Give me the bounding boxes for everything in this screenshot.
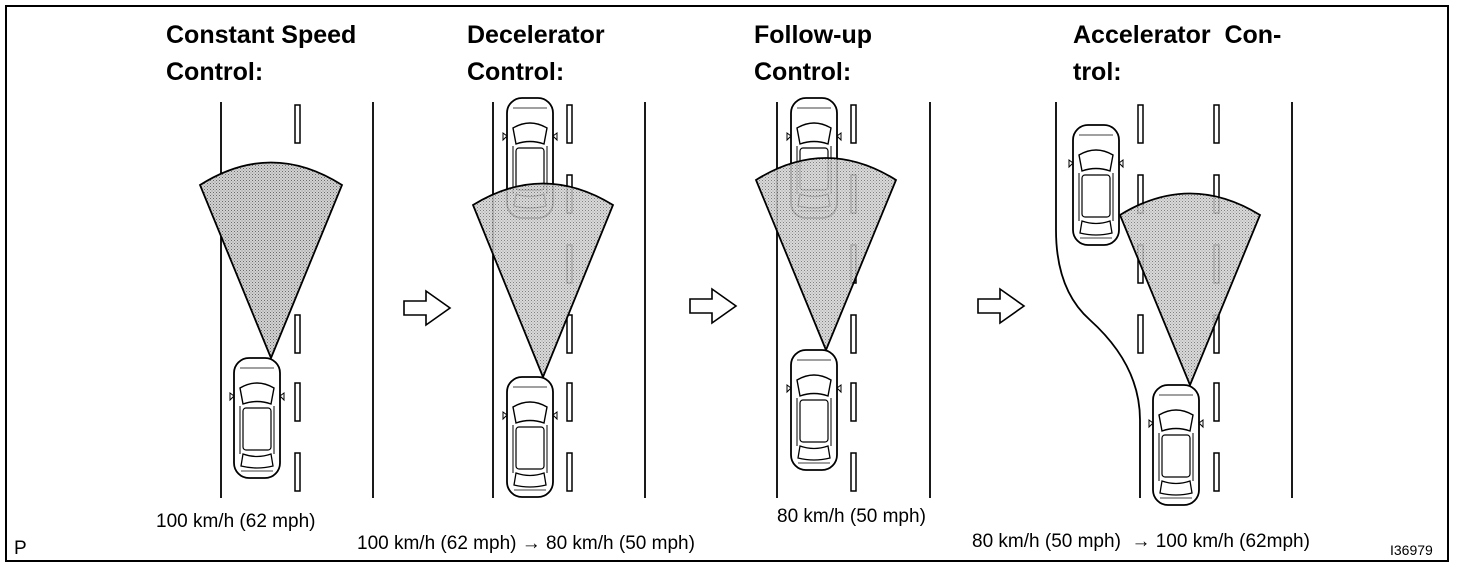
radar-beam-icon: [754, 157, 898, 353]
speed-label: 80 km/h (50 mph) → 100 km/h (62mph): [972, 531, 1310, 552]
figure-frame: [5, 5, 1449, 562]
arrow-right-icon: [689, 288, 737, 324]
radar-beam-icon: [1118, 192, 1262, 388]
panel-title-line2: trol:: [1073, 58, 1122, 86]
corner-label: P: [14, 538, 27, 559]
panel-title-line2: Control:: [467, 58, 564, 86]
speed-label: 100 km/h (62 mph) → 80 km/h (50 mph): [357, 533, 695, 554]
panel-title-line1: Decelerator: [467, 21, 605, 49]
car-icon: [786, 349, 842, 471]
panel-accelerator: Accelerator Con- trol: 80 km/h (50 mph) …: [972, 21, 1310, 552]
car-icon: [502, 376, 558, 498]
panel-follow-up: Follow-up Control: 80 km/h (50 mph): [754, 21, 931, 527]
radar-beam-icon: [471, 182, 615, 380]
speed-label: 100 km/h (62 mph): [156, 511, 315, 532]
arrow-right-icon: [403, 290, 451, 326]
panel-title-line2: Control:: [166, 58, 263, 86]
car-icon: [229, 357, 285, 479]
panel-title-line1: Accelerator Con-: [1073, 21, 1281, 49]
radar-beam-icon: [198, 161, 344, 361]
panel-decelerator: Decelerator Control: 100 km/h (62 mph) →…: [357, 21, 695, 554]
panel-constant-speed: Constant Speed Control: 100 km/h (62 mph…: [156, 21, 374, 532]
panel-title-line1: Constant Speed: [166, 21, 356, 49]
merging-road-edge: [1055, 102, 1141, 498]
speed-label: 80 km/h (50 mph): [777, 506, 926, 527]
arrow-right-icon: [977, 288, 1025, 324]
panel-title-line2: Control:: [754, 58, 851, 86]
car-icon: [1068, 124, 1124, 246]
car-icon: [1148, 384, 1204, 506]
figure-code: I36979: [1390, 542, 1433, 558]
panel-title-line1: Follow-up: [754, 21, 872, 49]
